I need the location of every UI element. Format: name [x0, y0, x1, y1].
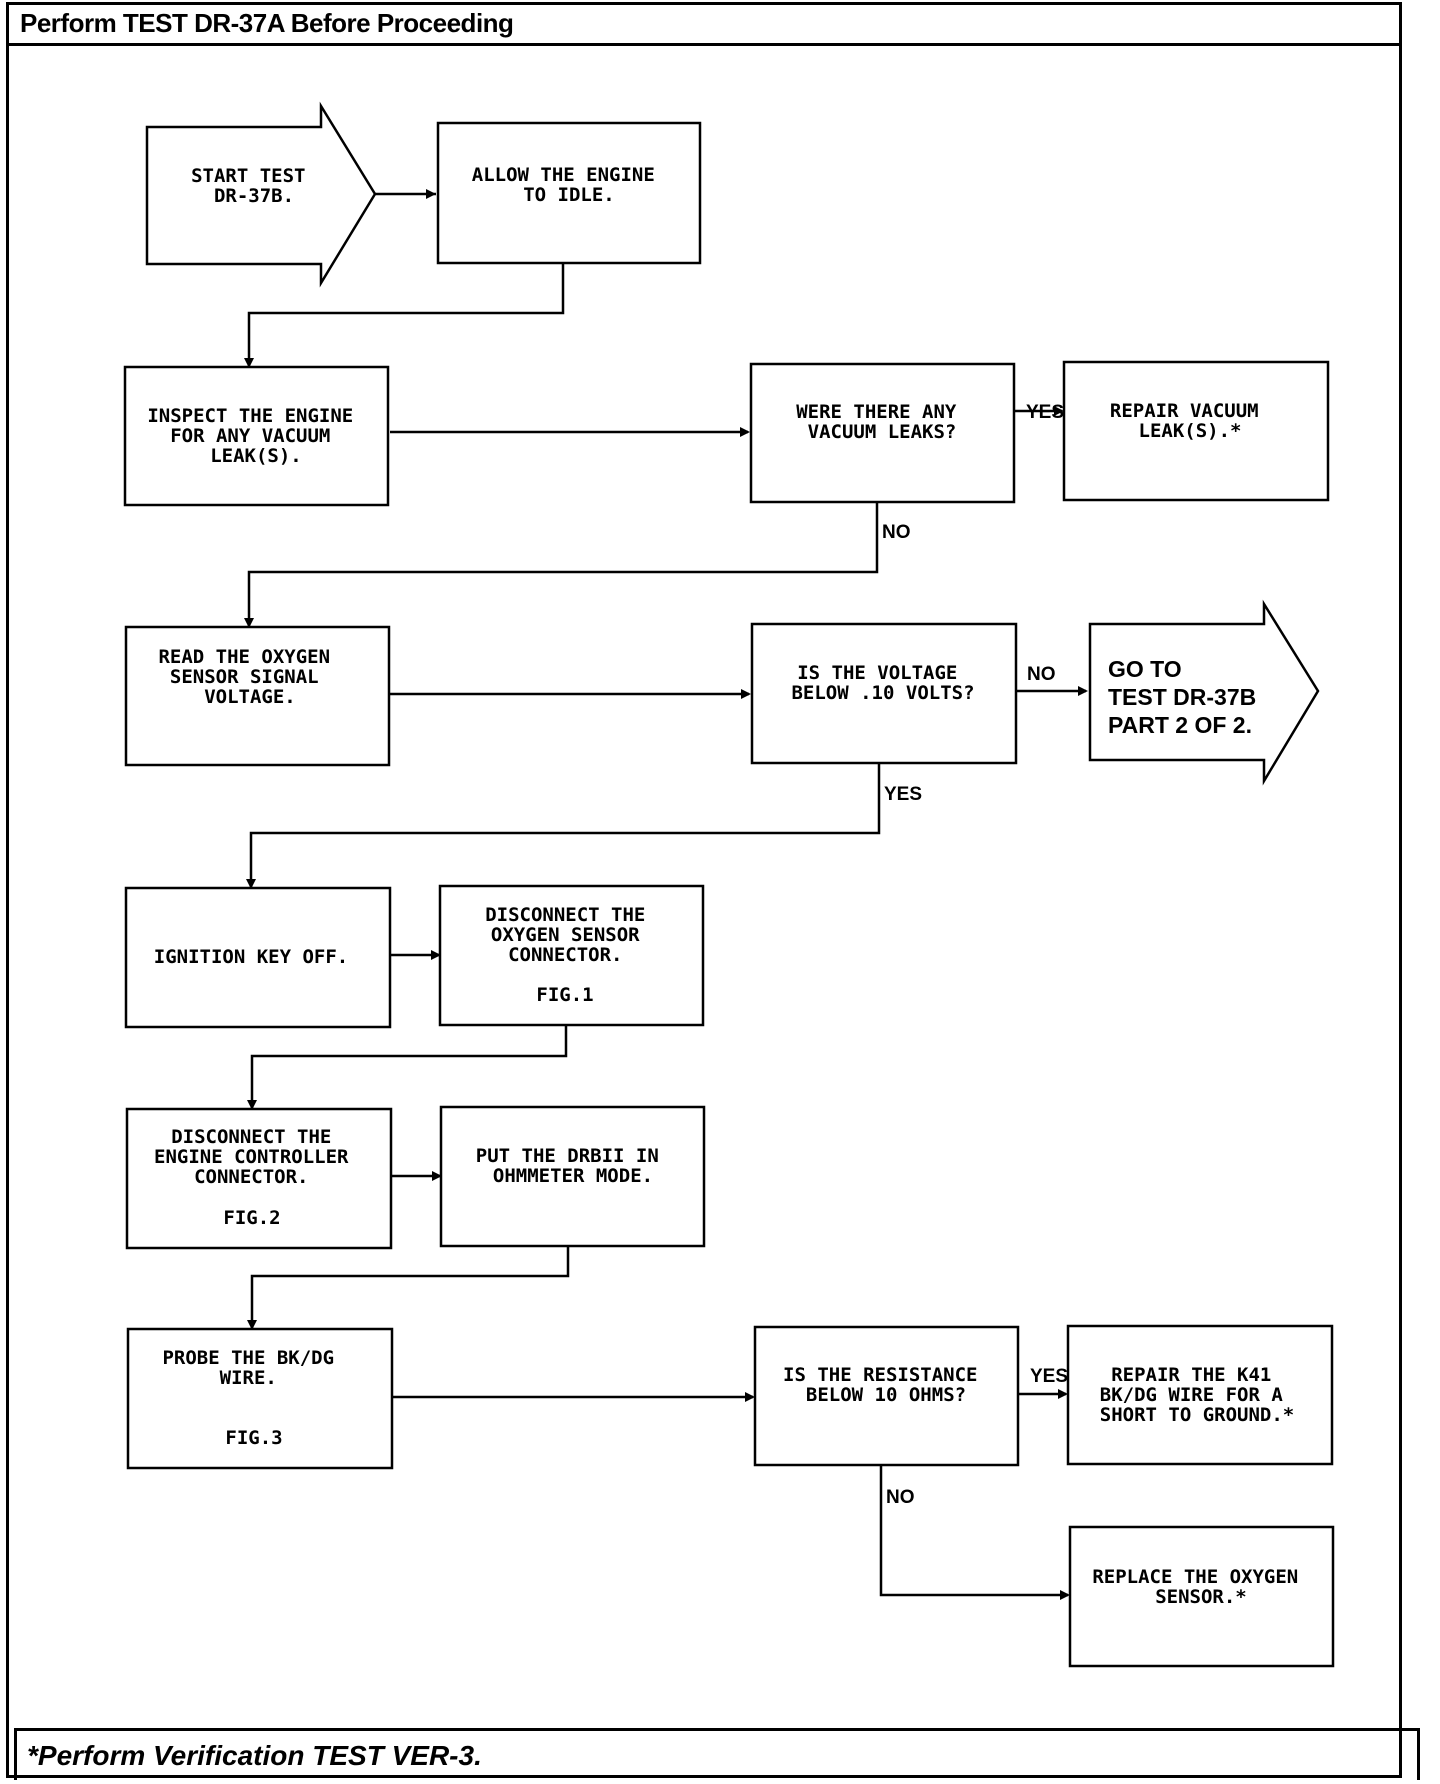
inspect-engine-label: INSPECT THE ENGINE FOR ANY VACUUM LEAK(S…: [147, 405, 364, 467]
arrowhead-voltageq: [741, 689, 751, 699]
footer-note: *Perform Verification TEST VER-3.: [27, 1740, 482, 1771]
header-bar: Perform TEST DR-37A Before Proceeding: [6, 2, 1402, 46]
arrowhead-idle: [426, 189, 436, 199]
arrowhead-inspect: [244, 358, 254, 368]
voltage-no-label: NO: [1027, 664, 1056, 685]
arrowhead-repair-vacuum: [1054, 406, 1064, 416]
ignition-key-off-label: IGNITION KEY OFF.: [154, 946, 348, 968]
edge-voltageq-keyoff: [249, 763, 881, 887]
replace-oxygen-box: [1068, 1525, 1335, 1668]
edge-resistq-replace: [879, 1465, 1068, 1597]
start-test-arrow: [145, 101, 377, 288]
vacuum-leak-decision-box: [749, 362, 1016, 504]
diagram-frame: [6, 2, 1402, 1778]
resistance-decision-box: [753, 1325, 1020, 1467]
ignition-key-off-box: [124, 886, 392, 1029]
arrowhead-ohm: [432, 1171, 442, 1181]
arrowhead-readO2: [244, 618, 254, 628]
node-labels: START TEST DR-37B. ALLOW THE ENGINE TO I…: [147, 164, 1309, 1608]
vacuum-yes-label: YES: [1026, 402, 1064, 423]
footer-bar: *Perform Verification TEST VER-3.: [14, 1728, 1420, 1780]
probe-wire-label: PROBE THE BK/DG WIRE. FIG.3: [162, 1347, 345, 1449]
inspect-engine-box: [123, 365, 390, 507]
arrowhead-probe: [247, 1320, 257, 1330]
goto-test-label: GO TO TEST DR-37B PART 2 OF 2.: [1108, 656, 1263, 738]
arrowhead-keyoff: [246, 879, 256, 889]
arrowhead-disco2: [431, 950, 441, 960]
arrowheads: [244, 189, 1088, 1600]
voltage-question: IS THE VOLTAGE BELOW .10 VOLTS?: [791, 662, 974, 704]
replace-oxygen-label: REPLACE THE OXYGEN SENSOR.*: [1092, 1566, 1309, 1608]
probe-wire-box: [126, 1327, 394, 1470]
arrowhead-discecu: [247, 1100, 257, 1110]
resistance-question: IS THE RESISTANCE BELOW 10 OHMS?: [783, 1364, 989, 1406]
disconnect-controller-label: DISCONNECT THE ENGINE CONTROLLER CONNECT…: [154, 1126, 360, 1229]
arrowhead-replace: [1060, 1590, 1070, 1600]
disconnect-oxygen-label: DISCONNECT THE OXYGEN SENSOR CONNECTOR. …: [485, 904, 657, 1006]
vacuum-leak-question: WERE THERE ANY VACUUM LEAKS?: [796, 401, 968, 443]
page-title: Perform TEST DR-37A Before Proceeding: [20, 8, 514, 38]
repair-k41-label: REPAIR THE K41 BK/DG WIRE FOR A SHORT TO…: [1100, 1364, 1294, 1426]
allow-idle-label: ALLOW THE ENGINE TO IDLE.: [472, 164, 666, 206]
resistance-yes-label: YES: [1030, 1366, 1068, 1387]
read-oxygen-box: [124, 625, 391, 767]
repair-vacuum-box: [1062, 360, 1330, 502]
arrowhead-resistq: [745, 1392, 755, 1402]
edge-vacuumq-readO2: [247, 502, 879, 626]
resistance-no-label: NO: [886, 1487, 915, 1508]
goto-test-arrow: [1088, 599, 1320, 786]
voltage-decision-box: [750, 622, 1018, 765]
nodes: [123, 101, 1335, 1668]
disconnect-controller-box: [125, 1107, 393, 1250]
vacuum-no-label: NO: [882, 522, 911, 543]
arrowhead-repair-k41: [1058, 1389, 1068, 1399]
repair-vacuum-label: REPAIR VACUUM LEAK(S).*: [1110, 400, 1270, 442]
allow-idle-box: [436, 121, 702, 265]
arrowhead-vacuumq: [740, 427, 750, 437]
repair-k41-box: [1066, 1324, 1334, 1466]
disconnect-oxygen-box: [438, 884, 705, 1027]
ohmmeter-mode-box: [439, 1105, 706, 1248]
edge-labels: YES NO NO YES YES NO: [882, 402, 1068, 1508]
edge-idle-inspect: [247, 264, 565, 366]
read-oxygen-label: READ THE OXYGEN SENSOR SIGNAL VOLTAGE.: [158, 646, 341, 708]
arrowhead-goto: [1078, 686, 1088, 696]
start-test-label: START TEST DR-37B.: [191, 165, 317, 207]
ohmmeter-mode-label: PUT THE DRBII IN OHMMETER MODE.: [476, 1145, 670, 1187]
edge-ohm-probe: [250, 1245, 570, 1328]
voltage-yes-label: YES: [884, 784, 922, 805]
connectors: [247, 192, 1086, 1597]
edge-disco2-discecu: [250, 1025, 568, 1108]
